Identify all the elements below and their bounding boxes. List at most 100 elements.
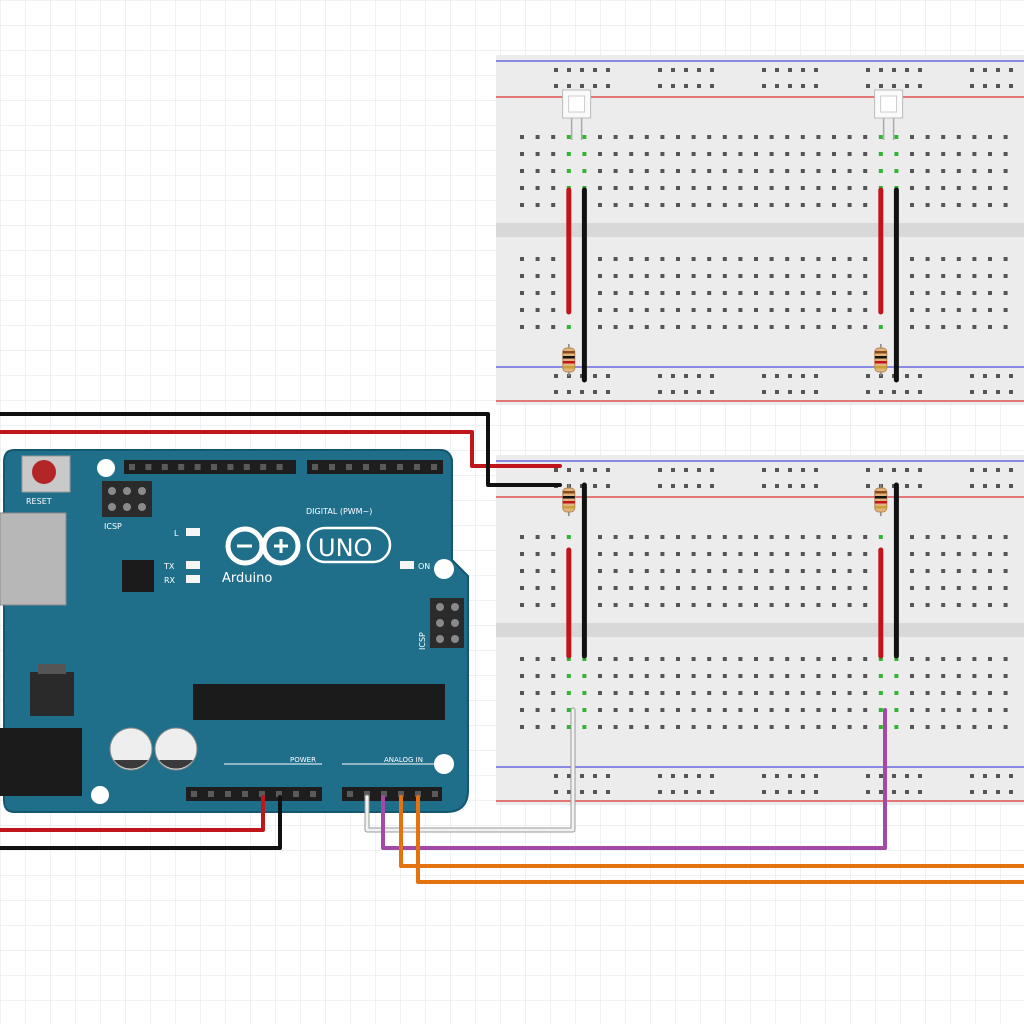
icsp2-pin[interactable]: [436, 603, 444, 611]
digital-pin[interactable]: [329, 464, 335, 470]
terminal-hole: [676, 308, 680, 312]
digital-pin[interactable]: [312, 464, 318, 470]
digital-pin[interactable]: [260, 464, 267, 470]
rail-hole: [567, 774, 571, 778]
terminal-hole: [910, 552, 914, 556]
terminal-hole: [769, 169, 774, 173]
power-pin[interactable]: [293, 791, 299, 797]
digital-pin[interactable]: [227, 464, 234, 470]
rail-hole: [970, 774, 974, 778]
rail-hole: [996, 484, 1000, 488]
digital-pin[interactable]: [161, 464, 168, 470]
wire-purple-analog-a2[interactable]: [381, 708, 887, 850]
analog-pin[interactable]: [347, 791, 353, 797]
terminal-hole: [832, 308, 836, 312]
terminal-hole: [800, 552, 805, 556]
icsp-pin[interactable]: [123, 487, 131, 495]
analog-pin[interactable]: [381, 791, 387, 797]
digital-pin[interactable]: [194, 464, 201, 470]
wire-orange-analog-a3[interactable]: [399, 795, 1024, 868]
terminal-hole: [566, 657, 571, 661]
terminal-hole: [910, 691, 914, 695]
terminal-hole: [769, 257, 774, 261]
icsp-pin[interactable]: [138, 487, 146, 495]
terminal-hole: [660, 569, 665, 573]
led-tx-label: TX: [163, 562, 175, 571]
wire-black-gnd-top[interactable]: [0, 412, 562, 487]
rail-hole: [866, 774, 870, 778]
digital-pin[interactable]: [243, 464, 250, 470]
digital-pin[interactable]: [211, 464, 217, 470]
icsp2-pin[interactable]: [451, 619, 459, 627]
icsp2-pin[interactable]: [451, 603, 459, 611]
terminal-hole: [551, 586, 556, 590]
rail-hole: [567, 84, 571, 88]
terminal-hole: [676, 535, 680, 539]
digital-pin[interactable]: [431, 464, 437, 470]
power-pin[interactable]: [208, 791, 214, 797]
terminal-hole: [847, 291, 852, 295]
power-pin[interactable]: [191, 791, 197, 797]
rail-hole: [710, 390, 714, 394]
digital-pin[interactable]: [145, 464, 152, 470]
terminal-hole: [910, 152, 914, 156]
wire-red-5v-bottom[interactable]: [0, 795, 265, 832]
resistor-band: [874, 351, 887, 354]
power-pin[interactable]: [225, 791, 231, 797]
digital-pin[interactable]: [397, 464, 403, 470]
terminal-hole: [676, 708, 680, 712]
terminal-hole: [863, 203, 868, 207]
terminal-hole: [691, 569, 696, 573]
resistor-band: [874, 496, 887, 499]
digital-pin[interactable]: [129, 464, 135, 470]
rail-hole: [710, 468, 714, 472]
reset-button[interactable]: [32, 460, 56, 484]
power-pin[interactable]: [310, 791, 316, 797]
icsp2-pin[interactable]: [436, 635, 444, 643]
rail-hole: [697, 774, 701, 778]
rail-hole: [983, 484, 987, 488]
icsp-pin[interactable]: [108, 503, 116, 511]
rail-hole: [918, 390, 922, 394]
photocell-2[interactable]: [874, 89, 904, 119]
mounting-hole: [434, 754, 454, 774]
digital-pin[interactable]: [276, 464, 283, 470]
digital-pin[interactable]: [414, 464, 420, 470]
terminal-hole: [816, 603, 821, 607]
power-pin[interactable]: [276, 791, 282, 797]
icsp-pin[interactable]: [108, 487, 116, 495]
wire-orange-analog-a4[interactable]: [416, 795, 1024, 884]
terminal-hole: [769, 308, 774, 312]
terminal-hole: [598, 308, 602, 312]
analog-pin[interactable]: [398, 791, 404, 797]
rail-hole: [762, 468, 766, 472]
rail-hole: [684, 468, 688, 472]
digital-pin[interactable]: [178, 464, 185, 470]
terminal-hole: [847, 152, 852, 156]
terminal-hole: [1003, 708, 1008, 712]
digital-pin[interactable]: [380, 464, 386, 470]
digital-pin[interactable]: [363, 464, 369, 470]
terminal-hole: [754, 291, 758, 295]
icsp2-pin[interactable]: [451, 635, 459, 643]
rail-hole: [580, 390, 584, 394]
wire-black-gnd-bottom[interactable]: [0, 795, 282, 850]
analog-pin[interactable]: [415, 791, 421, 797]
terminal-hole: [660, 169, 665, 173]
wire-red-5v-top[interactable]: [0, 430, 562, 468]
icsp-pin[interactable]: [123, 503, 131, 511]
terminal-hole: [910, 203, 914, 207]
terminal-hole: [520, 325, 524, 329]
terminal-hole: [738, 708, 743, 712]
analog-pin[interactable]: [364, 791, 370, 797]
terminal-hole: [707, 691, 712, 695]
icsp-pin[interactable]: [138, 503, 146, 511]
power-pin[interactable]: [259, 791, 265, 797]
power-pin[interactable]: [242, 791, 248, 797]
digital-pin[interactable]: [346, 464, 352, 470]
resistor-band: [562, 491, 575, 494]
icsp2-pin[interactable]: [436, 619, 444, 627]
analog-pin[interactable]: [432, 791, 438, 797]
terminal-hole: [520, 152, 524, 156]
